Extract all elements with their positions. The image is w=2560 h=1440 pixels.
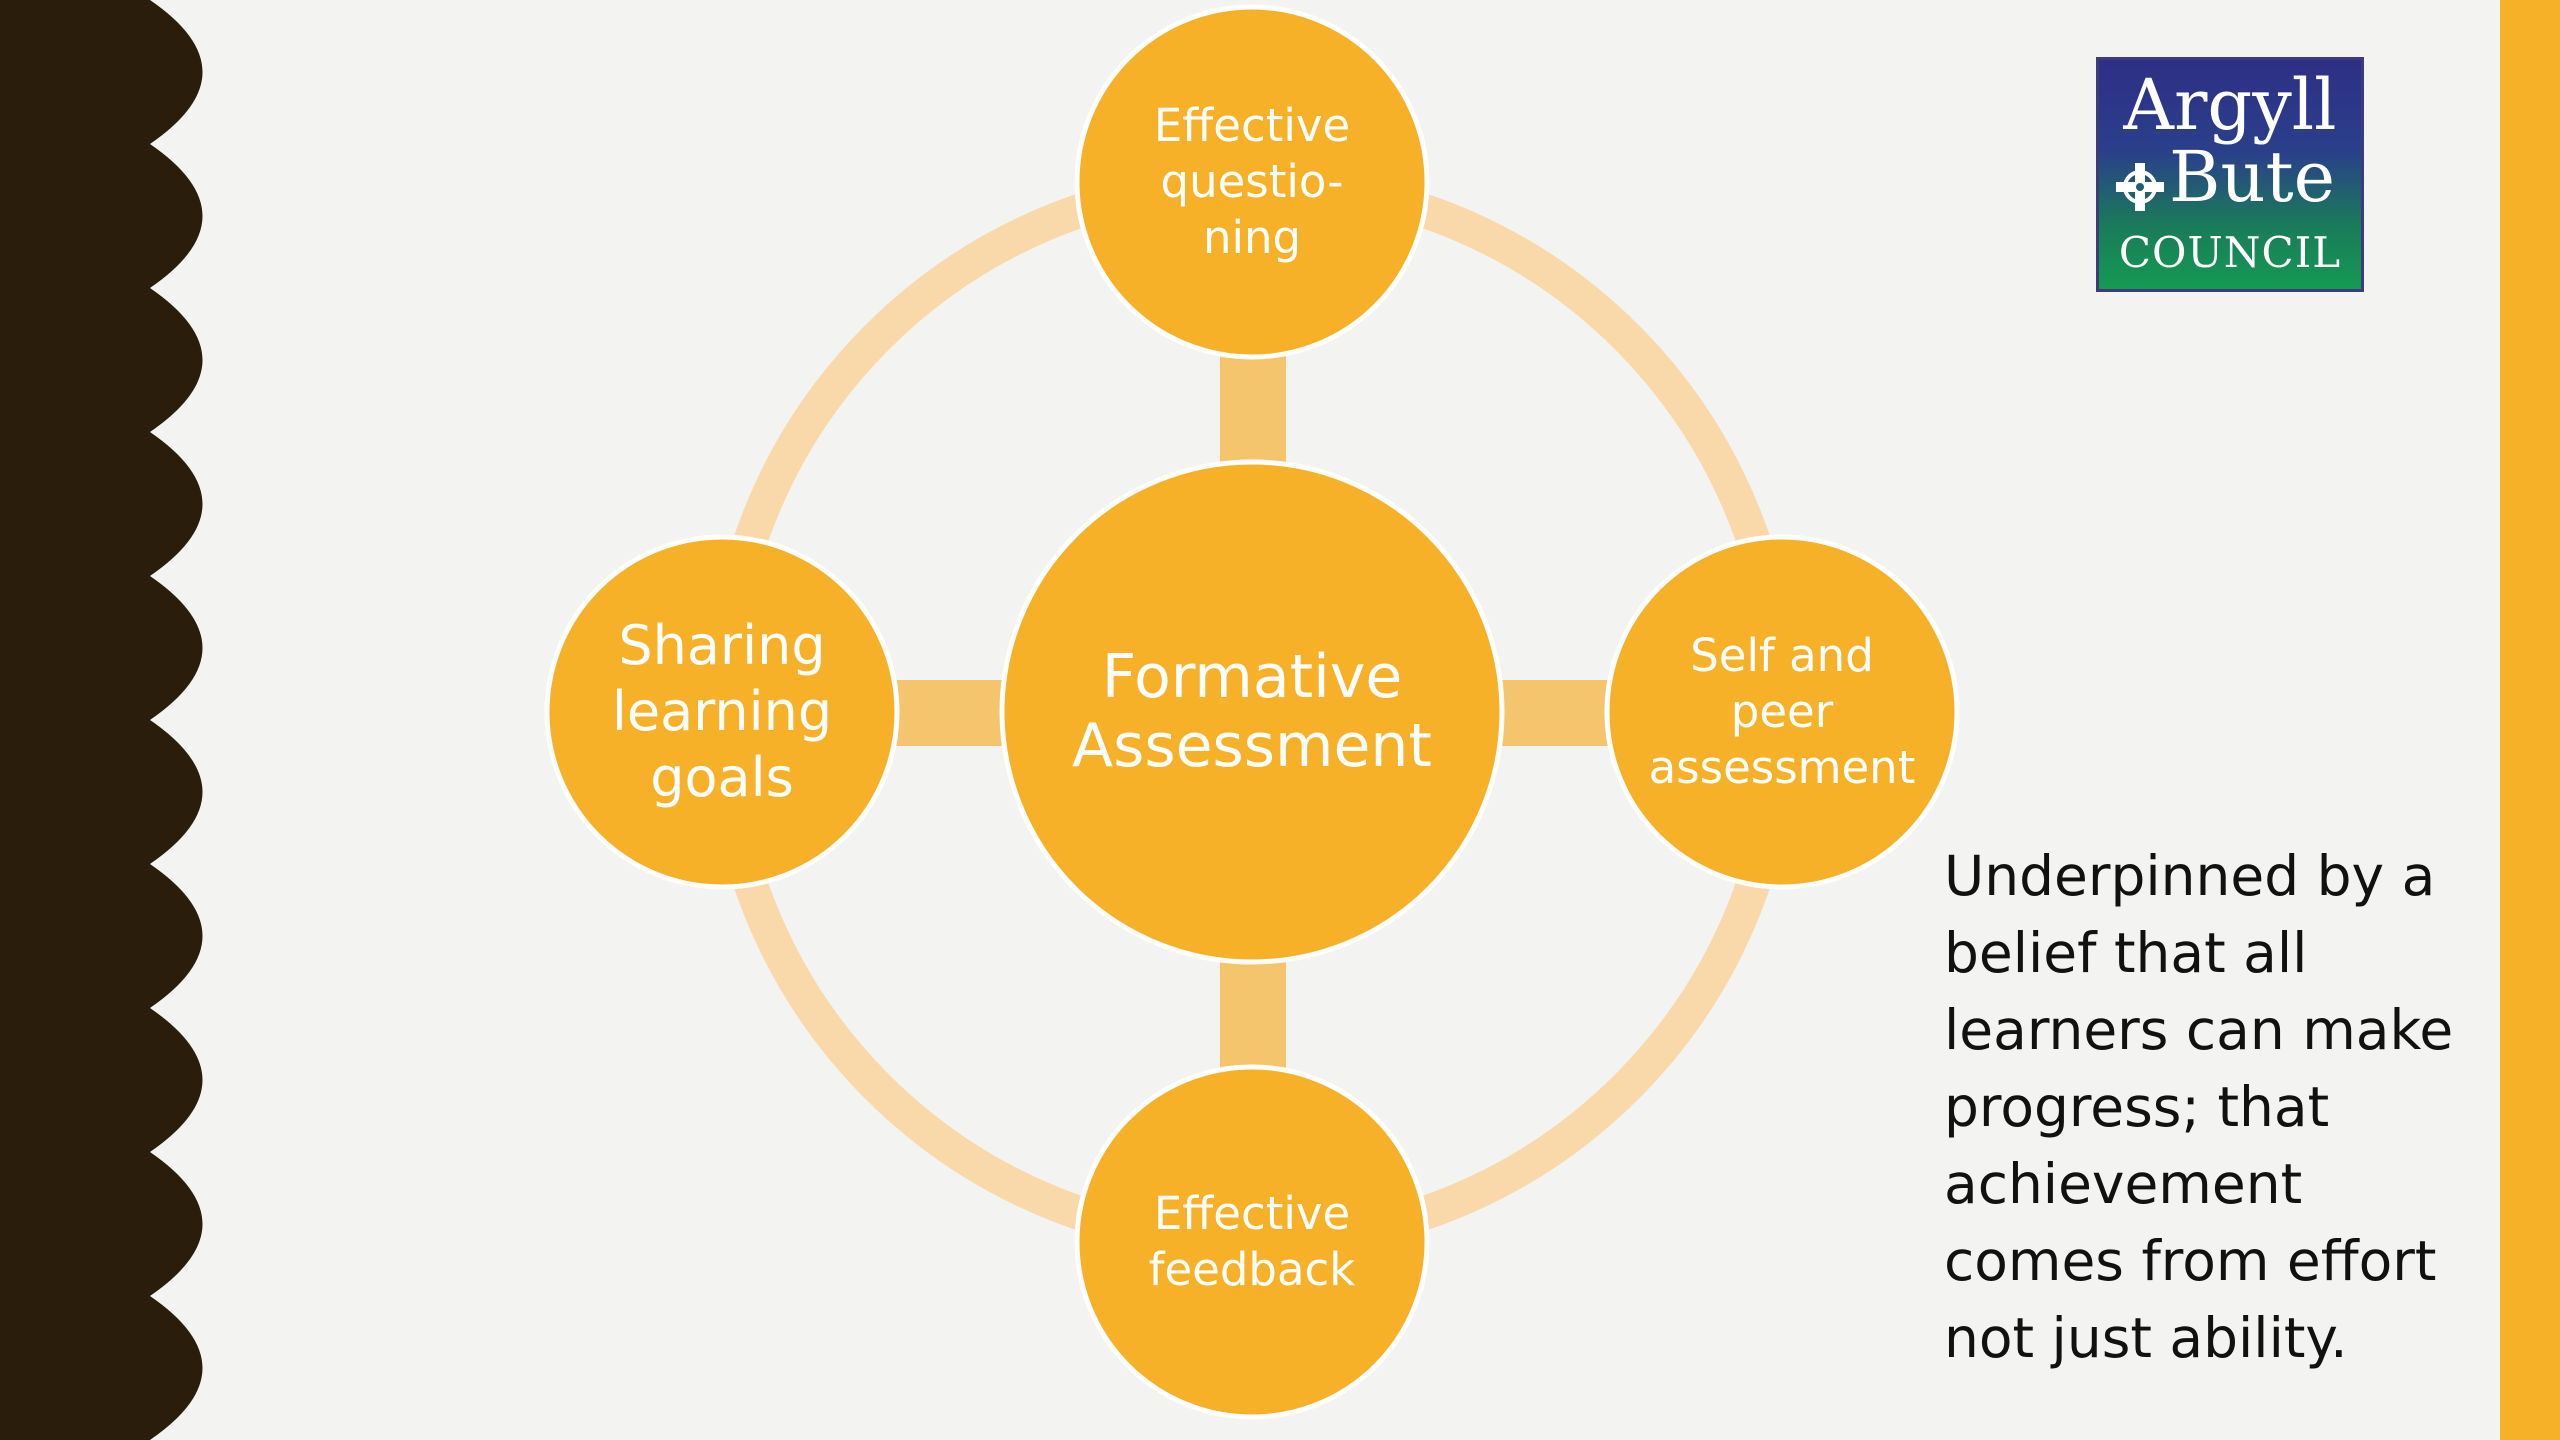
caption-line-6: comes from effort bbox=[1944, 1229, 2437, 1293]
node-top-label: Effective questio- ning bbox=[1102, 82, 1402, 282]
center-circle bbox=[999, 459, 1505, 965]
node-left-label: Sharing learning goals bbox=[572, 602, 872, 822]
node-top-line-2: questio- bbox=[1160, 155, 1344, 208]
left-wavy-band bbox=[0, 0, 203, 1440]
connector-top bbox=[1220, 350, 1286, 472]
node-bottom-line-1: Effective bbox=[1153, 1187, 1351, 1240]
node-bottom-line-2: feedback bbox=[1148, 1243, 1356, 1296]
node-left-line-3: goals bbox=[650, 746, 794, 809]
node-bottom-circle bbox=[1074, 1064, 1430, 1420]
connector-bottom bbox=[1220, 952, 1286, 1074]
caption-line-2: belief that all bbox=[1944, 921, 2308, 985]
node-right-line-3: assessment bbox=[1648, 741, 1916, 794]
node-top-line-3: ning bbox=[1202, 211, 1302, 264]
celtic-cross-icon bbox=[2116, 163, 2164, 211]
center-label: Formative Assessment bbox=[1032, 600, 1472, 824]
node-right-line-2: peer bbox=[1730, 685, 1834, 738]
logo-word-2: Bute bbox=[2169, 136, 2336, 218]
node-right-line-1: Self and bbox=[1690, 629, 1874, 682]
node-left-circle bbox=[544, 534, 900, 890]
center-label-line-2: Assessment bbox=[1072, 711, 1432, 781]
node-top-circle bbox=[1074, 4, 1430, 360]
center-label-line-1: Formative bbox=[1101, 642, 1403, 712]
caption-line-7: not just ability. bbox=[1944, 1306, 2348, 1370]
node-top-line-1: Effective bbox=[1153, 99, 1351, 152]
node-bottom-label: Effective feedback bbox=[1102, 1162, 1402, 1322]
caption-line-5: achievement bbox=[1944, 1152, 2303, 1216]
right-accent-band bbox=[2500, 0, 2560, 1440]
node-right-label: Self and peer assessment bbox=[1622, 612, 1942, 812]
caption-line-4: progress; that bbox=[1944, 1075, 2330, 1139]
logo-word-3: COUNCIL bbox=[2118, 228, 2342, 277]
logo-word-1: Argyll bbox=[2123, 64, 2337, 146]
node-right-circle bbox=[1604, 534, 1960, 890]
connector-left bbox=[888, 680, 1008, 746]
caption-line-3: learners can make bbox=[1944, 998, 2454, 1062]
caption-line-1: Underpinned by a bbox=[1944, 844, 2436, 908]
node-left-line-2: learning bbox=[611, 680, 833, 743]
caption-text: Underpinned by a belief that all learner… bbox=[1944, 838, 2504, 1377]
council-logo: Argyll Bute COUNCIL bbox=[2096, 57, 2364, 292]
node-left-line-1: Sharing bbox=[618, 614, 826, 677]
connector-right bbox=[1496, 680, 1616, 746]
